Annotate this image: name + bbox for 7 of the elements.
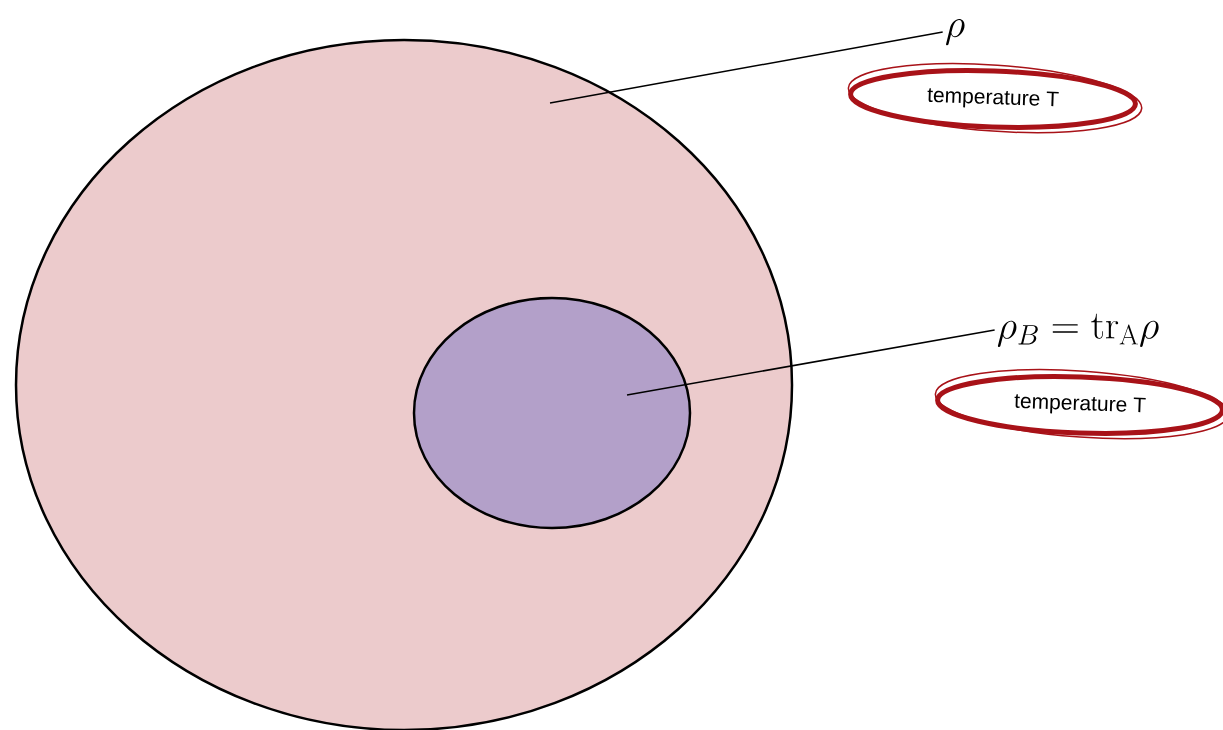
leader-line (626, 329, 996, 396)
formula: $\rho$ (946, 19, 965, 46)
leader-line (549, 31, 944, 104)
circled-text: temperature T (934, 368, 1223, 440)
circled-text: temperature T (847, 62, 1143, 134)
formula: $\rho_B = \mathrm{tr}_\mathrm{A}\rho$ (997, 313, 1159, 347)
ellipse (412, 296, 692, 530)
